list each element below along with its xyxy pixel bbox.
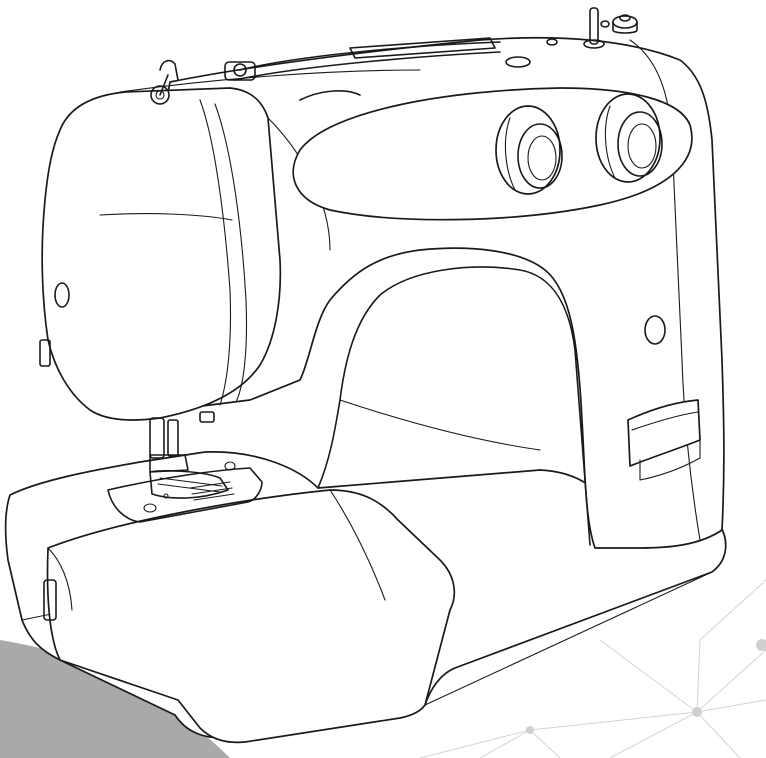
bobbin-winder-icon xyxy=(612,14,638,34)
network-decoration xyxy=(419,579,766,758)
stitch-selector-dial-icon xyxy=(495,105,563,195)
needle-plate-icon xyxy=(107,461,263,523)
presser-foot-icon xyxy=(149,411,229,499)
top-thread-guides xyxy=(224,20,610,101)
arm-throat xyxy=(317,266,591,546)
spool-pin-icon xyxy=(583,7,605,49)
reverse-lever-icon xyxy=(627,399,701,481)
control-panel-oval xyxy=(292,87,693,221)
side-lever xyxy=(39,339,51,367)
thread-take-up-icon xyxy=(150,59,179,105)
side-screw-hole xyxy=(54,282,70,308)
stitch-length-dial-icon xyxy=(595,93,663,183)
right-screw-hole xyxy=(644,315,666,345)
gray-swoosh-decoration xyxy=(0,640,230,758)
accessory-box xyxy=(46,489,456,744)
box-latch xyxy=(43,579,57,621)
